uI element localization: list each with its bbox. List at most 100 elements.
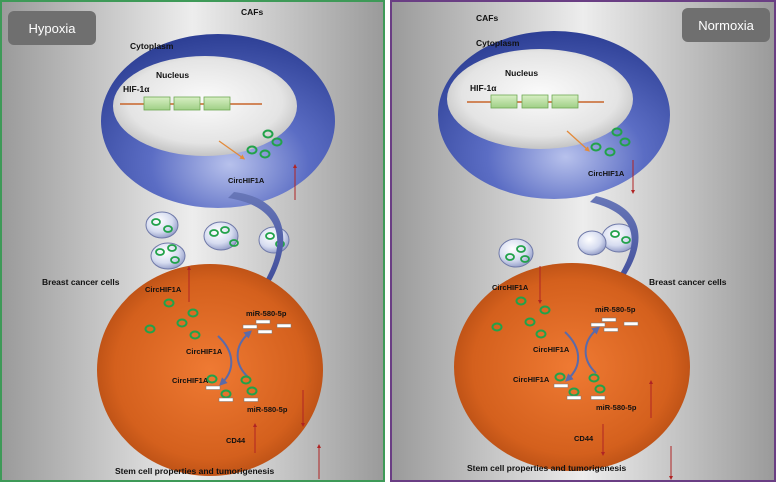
circrna-ring bbox=[176, 318, 188, 328]
circhif1a-mid-label: CircHIF1A bbox=[186, 347, 223, 356]
sponge-arrow-down bbox=[217, 335, 233, 386]
circrna-ring bbox=[163, 225, 173, 233]
exon-box bbox=[143, 96, 171, 111]
circrna-ring bbox=[590, 142, 602, 152]
circrna-ring bbox=[516, 245, 526, 253]
exosome bbox=[203, 221, 239, 251]
mirna-strands bbox=[590, 317, 639, 332]
circhif1a-caf-label: CircHIF1A bbox=[588, 169, 625, 178]
exon-box bbox=[173, 96, 201, 111]
circrna-ring bbox=[619, 137, 631, 147]
circrna-ring bbox=[610, 230, 620, 238]
cytoplasm-label: Cytoplasm bbox=[476, 38, 520, 48]
circrna-ring bbox=[189, 330, 201, 340]
circrna-ring bbox=[539, 305, 551, 315]
gene-label: HIF-1α bbox=[123, 84, 150, 94]
sponge-arrow-up bbox=[236, 330, 253, 378]
exon-box bbox=[551, 94, 579, 109]
circrna-ring bbox=[262, 129, 274, 139]
gene-label: HIF-1α bbox=[470, 83, 497, 93]
breast-cancer-cell bbox=[97, 264, 323, 476]
mirna-top-label: miR-580-5p bbox=[595, 305, 636, 314]
exosome bbox=[498, 238, 534, 268]
circrna-ring bbox=[163, 298, 175, 308]
transcription-arrow bbox=[566, 130, 590, 152]
outcome-label: Stem cell properties and tumorigenesis bbox=[115, 466, 274, 476]
sponge-arrow-up bbox=[584, 326, 601, 374]
circrna-cluster-caf bbox=[246, 129, 283, 159]
mirna-strands bbox=[553, 383, 606, 400]
circrna-ring bbox=[240, 375, 252, 385]
breast-cancer-cell bbox=[454, 263, 690, 471]
circrna-ring bbox=[220, 226, 230, 234]
circrna-cluster-low bbox=[554, 372, 606, 397]
mirna-low-label: miR-580-5p bbox=[247, 405, 288, 414]
breast-cancer-label: Breast cancer cells bbox=[42, 277, 120, 287]
mirna-strands bbox=[205, 385, 259, 402]
circrna-ring bbox=[259, 149, 271, 159]
circrna-ring bbox=[246, 386, 258, 396]
circrna-ring bbox=[621, 236, 631, 244]
exon-box bbox=[490, 94, 518, 109]
outcome-label: Stem cell properties and tumorigenesis bbox=[467, 463, 626, 473]
circrna-ring bbox=[271, 137, 283, 147]
exon-box bbox=[521, 94, 549, 109]
circrna-ring bbox=[167, 244, 177, 252]
hypoxia-panel: Hypoxia CAFs Cytoplasm Nucleus HIF-1α Ci… bbox=[0, 0, 385, 482]
transcription-arrow bbox=[218, 140, 246, 160]
circrna-ring bbox=[151, 218, 161, 226]
mirna-low-label: miR-580-5p bbox=[596, 403, 637, 412]
exosome-transfer-arrow bbox=[590, 196, 639, 298]
circrna-ring bbox=[187, 308, 199, 318]
circhif1a-bc-label: CircHIF1A bbox=[492, 283, 529, 292]
hypoxia-badge-label: Hypoxia bbox=[29, 21, 77, 36]
nucleus-label: Nucleus bbox=[156, 70, 189, 80]
circrna-ring bbox=[246, 145, 258, 155]
circrna-cluster-bc bbox=[144, 298, 201, 340]
circhif1a-caf-label: CircHIF1A bbox=[228, 176, 265, 185]
circrna-ring bbox=[594, 384, 606, 394]
circrna-ring bbox=[209, 229, 219, 237]
exosome bbox=[577, 230, 607, 256]
mirna-top-label: miR-580-5p bbox=[246, 309, 287, 318]
sponge-arrow-down bbox=[564, 331, 580, 382]
exon-box bbox=[203, 96, 231, 111]
circrna-ring bbox=[535, 329, 547, 339]
circrna-ring bbox=[170, 256, 180, 264]
mirna-strands bbox=[242, 319, 292, 334]
circrna-cluster-low bbox=[206, 374, 258, 399]
circrna-ring bbox=[206, 374, 218, 384]
circrna-ring bbox=[588, 373, 600, 383]
exosome bbox=[258, 226, 290, 254]
circhif1a-mid-label: CircHIF1A bbox=[533, 345, 570, 354]
circrna-ring bbox=[604, 147, 616, 157]
circrna-ring bbox=[229, 239, 239, 247]
cd44-label: CD44 bbox=[226, 436, 246, 445]
circrna-ring bbox=[611, 127, 623, 137]
circrna-cluster-caf bbox=[590, 127, 631, 157]
circhif1a-low-label: CircHIF1A bbox=[513, 375, 550, 384]
circrna-ring bbox=[524, 317, 536, 327]
circrna-ring bbox=[515, 296, 527, 306]
normoxia-badge-label: Normoxia bbox=[698, 18, 754, 33]
circrna-ring bbox=[155, 248, 165, 256]
exosome bbox=[150, 242, 186, 270]
circrna-ring bbox=[220, 389, 232, 399]
circhif1a-bc-label: CircHIF1A bbox=[145, 285, 182, 294]
circhif1a-low-label: CircHIF1A bbox=[172, 376, 209, 385]
circrna-ring bbox=[554, 372, 566, 382]
cytoplasm-label: Cytoplasm bbox=[130, 41, 174, 51]
circrna-ring bbox=[144, 324, 156, 334]
hypoxia-badge bbox=[8, 11, 96, 45]
exosome bbox=[145, 211, 179, 239]
nucleus-label: Nucleus bbox=[505, 68, 538, 78]
circrna-ring bbox=[265, 232, 275, 240]
circrna-ring bbox=[505, 253, 515, 261]
circrna-cluster-bc bbox=[491, 296, 551, 339]
circrna-ring bbox=[491, 322, 503, 332]
cafs-label: CAFs bbox=[241, 7, 263, 17]
cafs-label: CAFs bbox=[476, 13, 498, 23]
normoxia-panel: Normoxia CAFs Cytoplasm Nucleus HIF-1α C… bbox=[390, 0, 776, 482]
normoxia-badge bbox=[682, 8, 770, 42]
